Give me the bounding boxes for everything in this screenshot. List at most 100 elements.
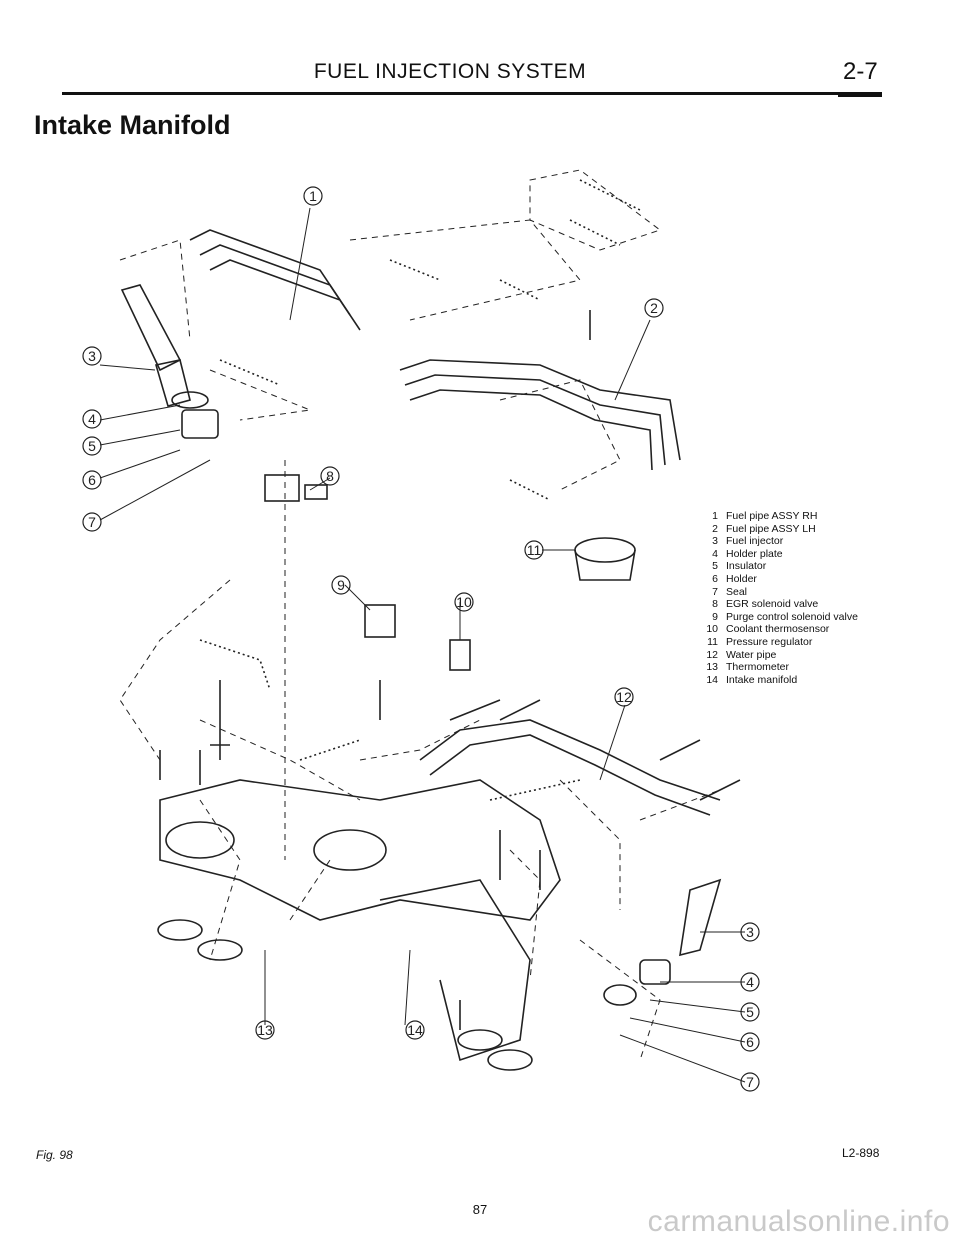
svg-text:3: 3 bbox=[746, 924, 754, 940]
egr-solenoid-valve bbox=[264, 474, 328, 502]
svg-text:7: 7 bbox=[88, 514, 96, 530]
pressure-regulator bbox=[574, 537, 636, 581]
callout-leaders bbox=[99, 207, 746, 1083]
svg-text:8: 8 bbox=[326, 468, 334, 484]
legend-item: 4 Holder plate bbox=[700, 548, 858, 561]
legend-item: 1 Fuel pipe ASSY RH bbox=[700, 510, 858, 523]
callout-9: 9 bbox=[331, 575, 351, 595]
legend-item: 6 Holder bbox=[700, 573, 858, 586]
svg-text:1: 1 bbox=[309, 188, 317, 204]
legend-item: 8 EGR solenoid valve bbox=[700, 598, 858, 611]
header-rule bbox=[62, 92, 882, 95]
legend-label: EGR solenoid valve bbox=[726, 598, 819, 611]
legend-number: 9 bbox=[712, 610, 718, 623]
callout-4-right: 4 bbox=[740, 972, 760, 992]
legend-number: 12 bbox=[706, 648, 718, 661]
callout-1: 1 bbox=[303, 186, 323, 206]
callout-4-left: 4 bbox=[82, 409, 102, 429]
legend-item: 2 Fuel pipe ASSY LH bbox=[700, 523, 858, 536]
callout-7-right: 7 bbox=[740, 1072, 760, 1092]
legend-number: 3 bbox=[712, 535, 718, 548]
svg-text:2: 2 bbox=[650, 300, 658, 316]
legend-number: 10 bbox=[706, 623, 718, 636]
legend-label: Pressure regulator bbox=[726, 635, 813, 648]
callout-13: 13 bbox=[255, 1020, 275, 1040]
callout-12: 12 bbox=[614, 687, 634, 707]
svg-text:10: 10 bbox=[456, 594, 472, 610]
intake-manifold-body bbox=[159, 779, 561, 1062]
legend-number: 14 bbox=[706, 673, 718, 686]
holder-plates bbox=[171, 391, 671, 1006]
legend-number: 4 bbox=[712, 547, 718, 560]
svg-text:9: 9 bbox=[337, 577, 345, 593]
callout-14: 14 bbox=[405, 1020, 425, 1040]
callout-6-right: 6 bbox=[740, 1032, 760, 1052]
legend-number: 11 bbox=[707, 635, 718, 648]
legend-label: Thermometer bbox=[726, 661, 790, 674]
section-title: Intake Manifold bbox=[34, 110, 231, 140]
legend-number: 2 bbox=[712, 522, 718, 535]
page-section-number: 2-7 bbox=[843, 58, 878, 85]
svg-text:14: 14 bbox=[407, 1022, 423, 1038]
fuel-pipe-assembly bbox=[189, 229, 681, 471]
callout-8: 8 bbox=[320, 466, 340, 486]
legend-label: Fuel pipe ASSY RH bbox=[726, 510, 818, 522]
manifold-gaskets bbox=[157, 919, 533, 1071]
callout-11: 11 bbox=[524, 540, 544, 560]
legend-item: 12 Water pipe bbox=[700, 649, 858, 662]
svg-text:13: 13 bbox=[257, 1022, 273, 1038]
figure-label: Fig. 98 bbox=[36, 1148, 73, 1162]
svg-text:6: 6 bbox=[746, 1034, 754, 1050]
legend-item: 11 Pressure regulator bbox=[700, 636, 858, 649]
legend-label: Fuel injector bbox=[726, 535, 784, 548]
legend-number: 6 bbox=[712, 572, 718, 585]
legend-item: 3 Fuel injector bbox=[700, 535, 858, 548]
svg-text:3: 3 bbox=[88, 348, 96, 364]
page-number: 87 bbox=[472, 1202, 488, 1217]
header-rule-accent bbox=[838, 92, 882, 97]
svg-text:5: 5 bbox=[88, 438, 96, 454]
legend-item: 13 Thermometer bbox=[700, 661, 858, 674]
page-header-title: FUEL INJECTION SYSTEM bbox=[313, 60, 587, 83]
legend-number: 13 bbox=[706, 661, 718, 674]
legend-item: 14 Intake manifold bbox=[700, 674, 858, 687]
callout-5-left: 5 bbox=[82, 436, 102, 456]
legend-label: Insulator bbox=[726, 560, 767, 573]
legend-number: 5 bbox=[712, 560, 718, 573]
exploded-parts-diagram: 1 2 3 4 5 6 7 8 9 10 11 12 13 14 3 4 5 6… bbox=[82, 169, 760, 1092]
coolant-thermosensor bbox=[449, 639, 471, 671]
svg-text:5: 5 bbox=[746, 1004, 754, 1020]
fuel-injector-left bbox=[120, 284, 191, 407]
svg-text:4: 4 bbox=[746, 974, 754, 990]
legend-item: 9 Purge control solenoid valve bbox=[700, 611, 858, 624]
legend-number: 1 bbox=[712, 510, 718, 522]
svg-text:4: 4 bbox=[88, 411, 96, 427]
callout-markers: 1 2 3 4 5 6 7 8 9 10 11 12 13 14 3 4 5 6… bbox=[82, 186, 760, 1092]
drawing-code: L2-898 bbox=[842, 1146, 880, 1160]
svg-text:7: 7 bbox=[746, 1074, 754, 1090]
legend-number: 7 bbox=[712, 585, 718, 598]
purge-control-solenoid-valve bbox=[364, 604, 396, 638]
legend-label: Fuel pipe ASSY LH bbox=[726, 522, 816, 535]
legend-label: Holder plate bbox=[726, 547, 783, 560]
legend-label: Intake manifold bbox=[726, 673, 798, 686]
legend-label: Purge control solenoid valve bbox=[726, 610, 858, 623]
bolts bbox=[159, 310, 741, 1030]
legend-item: 5 Insulator bbox=[700, 560, 858, 573]
svg-text:11: 11 bbox=[527, 542, 542, 558]
fuel-injector-right bbox=[679, 878, 722, 957]
callout-3-right: 3 bbox=[740, 922, 760, 942]
callout-10: 10 bbox=[454, 592, 474, 612]
callout-3-left: 3 bbox=[82, 346, 102, 366]
callout-7-left: 7 bbox=[82, 512, 102, 532]
legend-label: Holder bbox=[726, 572, 757, 585]
watermark-text: carmanualsonline.info bbox=[647, 1205, 950, 1238]
legend-label: Coolant thermosensor bbox=[726, 623, 830, 636]
svg-text:6: 6 bbox=[88, 472, 96, 488]
assembly-guide-lines bbox=[119, 169, 721, 1061]
legend-number: 8 bbox=[712, 598, 718, 611]
callout-6-left: 6 bbox=[82, 470, 102, 490]
legend-label: Water pipe bbox=[726, 648, 777, 661]
